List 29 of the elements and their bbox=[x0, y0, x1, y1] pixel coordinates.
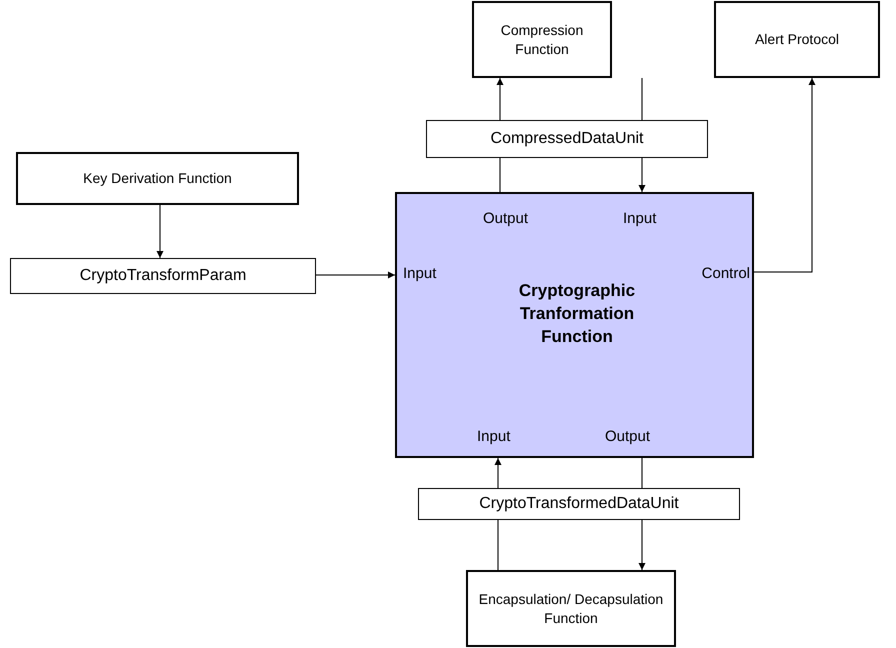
port-label: Control bbox=[702, 265, 750, 282]
port-label: Input bbox=[623, 210, 656, 227]
box-label: CryptoTransformedDataUnit bbox=[478, 494, 680, 514]
port-label: Input bbox=[477, 428, 510, 445]
box-label: Alert Protocol bbox=[754, 30, 840, 49]
box-label: CryptoTransformParam bbox=[78, 266, 248, 286]
connector-arrow bbox=[316, 272, 396, 278]
connector-arrow bbox=[156, 204, 164, 258]
connector-arrow bbox=[754, 78, 816, 272]
protocol-box bbox=[714, 1, 880, 78]
data-unit-box bbox=[10, 258, 316, 294]
data-unit-box bbox=[426, 120, 708, 158]
data-unit-box bbox=[418, 488, 740, 520]
port-label: Output bbox=[483, 210, 528, 227]
box-label: Key Derivation Function bbox=[82, 169, 233, 188]
connector-arrow bbox=[494, 458, 502, 488]
port-label: Input bbox=[403, 265, 436, 282]
connector-arrow bbox=[496, 78, 504, 120]
function-box bbox=[16, 152, 299, 205]
connector-arrow bbox=[638, 520, 646, 570]
function-box bbox=[466, 570, 676, 647]
function-title: Cryptographic Tranformation Function bbox=[518, 280, 636, 348]
box-label: CompressedDataUnit bbox=[490, 128, 644, 149]
function-box bbox=[472, 1, 612, 78]
box-label: Compression Function bbox=[500, 21, 584, 58]
main-function-box bbox=[395, 192, 754, 458]
box-label: Encapsulation/ Decapsulation Function bbox=[478, 590, 664, 627]
connector-arrow bbox=[638, 158, 646, 192]
port-label: Output bbox=[605, 428, 650, 445]
